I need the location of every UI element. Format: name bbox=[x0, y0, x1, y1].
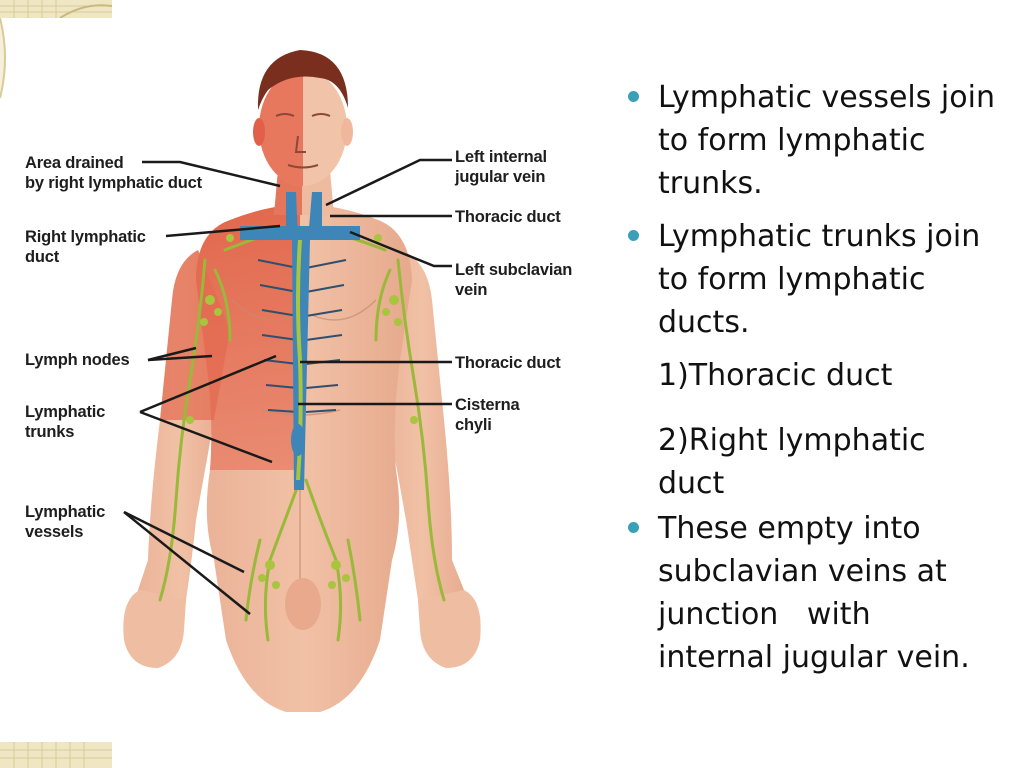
lymph-nodes-clusters bbox=[186, 234, 418, 589]
bullet-line: to form lymphatic bbox=[658, 123, 926, 158]
label-thoracic-duct-upper: Thoracic duct bbox=[455, 207, 561, 227]
bullet-item: Lymphatic vessels join to form lymphatic… bbox=[622, 76, 1022, 205]
label-right-lymphatic-duct: Right lymphatic duct bbox=[25, 227, 146, 267]
label-thoracic-duct-lower-line1: Thoracic duct bbox=[455, 354, 561, 372]
corner-decoration-bottom bbox=[0, 742, 112, 768]
label-thoracic-duct-upper-line1: Thoracic duct bbox=[455, 208, 561, 226]
bullet-line: These empty into bbox=[658, 511, 921, 546]
label-cisterna-chyli-line1: Cisterna bbox=[455, 396, 520, 414]
label-right-lymphatic-duct-line1: Right lymphatic bbox=[25, 228, 146, 246]
bullet-line: Lymphatic trunks join bbox=[658, 219, 981, 254]
bullet-line: Lymphatic vessels join bbox=[658, 80, 995, 115]
thoracic-duct-branches bbox=[257, 259, 347, 413]
bullet-dot-icon bbox=[628, 522, 639, 533]
label-area-drained-line2: by right lymphatic duct bbox=[25, 174, 202, 192]
bullet-line: internal jugular vein. bbox=[658, 640, 970, 675]
cisterna-chyli-shape bbox=[291, 424, 305, 456]
label-lymphatic-trunks: Lymphatic trunks bbox=[25, 402, 105, 442]
label-left-subclavian-vein-line1: Left subclavian bbox=[455, 261, 573, 279]
label-lymph-nodes-line1: Lymph nodes bbox=[25, 351, 130, 369]
label-lymphatic-trunks-line1: Lymphatic bbox=[25, 403, 106, 421]
label-right-lymphatic-duct-line2: duct bbox=[25, 248, 60, 266]
label-lymph-nodes: Lymph nodes bbox=[25, 350, 130, 370]
label-lymphatic-vessels-line1: Lymphatic bbox=[25, 503, 106, 521]
bullet-dot-icon bbox=[628, 230, 639, 241]
bullet-line: trunks. bbox=[658, 166, 763, 201]
sub-item-line: 2)Right lymphatic bbox=[658, 423, 926, 458]
sub-item: 1)Thoracic duct bbox=[622, 354, 1022, 397]
corner-decoration-left bbox=[0, 18, 6, 98]
label-area-drained-line1: Area drained bbox=[25, 154, 124, 172]
bullet-dot-icon bbox=[628, 91, 639, 102]
bullet-line: junction with bbox=[658, 597, 871, 632]
label-left-internal-jugular-vein-line2: jugular vein bbox=[455, 168, 546, 186]
bullet-line: ducts. bbox=[658, 305, 750, 340]
label-cisterna-chyli: Cisterna chyli bbox=[455, 395, 520, 435]
body-illustration bbox=[123, 50, 481, 712]
label-left-subclavian-vein: Left subclavian vein bbox=[455, 260, 572, 300]
bullet-item: Lymphatic trunks join to form lymphatic … bbox=[622, 215, 1022, 344]
bullet-line: to form lymphatic bbox=[658, 262, 926, 297]
label-left-subclavian-vein-line2: vein bbox=[455, 281, 488, 299]
sub-item-line: 1)Thoracic duct bbox=[658, 358, 893, 393]
leader-lines bbox=[123, 158, 452, 615]
label-thoracic-duct-lower: Thoracic duct bbox=[455, 353, 561, 373]
label-area-drained: Area drained by right lymphatic duct bbox=[25, 153, 202, 193]
label-cisterna-chyli-line2: chyli bbox=[455, 416, 492, 434]
label-lymphatic-vessels-line2: vessels bbox=[25, 523, 84, 541]
bullet-item: These empty into subclavian veins at jun… bbox=[622, 507, 1022, 679]
bullet-list: Lymphatic vessels join to form lymphatic… bbox=[622, 76, 1022, 689]
label-left-internal-jugular-vein-line1: Left internal bbox=[455, 148, 547, 166]
label-left-internal-jugular-vein: Left internal jugular vein bbox=[455, 147, 547, 187]
label-lymphatic-vessels: Lymphatic vessels bbox=[25, 502, 105, 542]
bullet-line: subclavian veins at bbox=[658, 554, 947, 589]
lymphatic-system-figure: Area drained by right lymphatic duct Rig… bbox=[25, 50, 572, 712]
sub-item-line: duct bbox=[658, 466, 725, 501]
label-lymphatic-trunks-line2: trunks bbox=[25, 423, 75, 441]
sub-item: 2)Right lymphatic duct bbox=[622, 419, 1022, 505]
corner-decoration-top bbox=[0, 0, 112, 18]
